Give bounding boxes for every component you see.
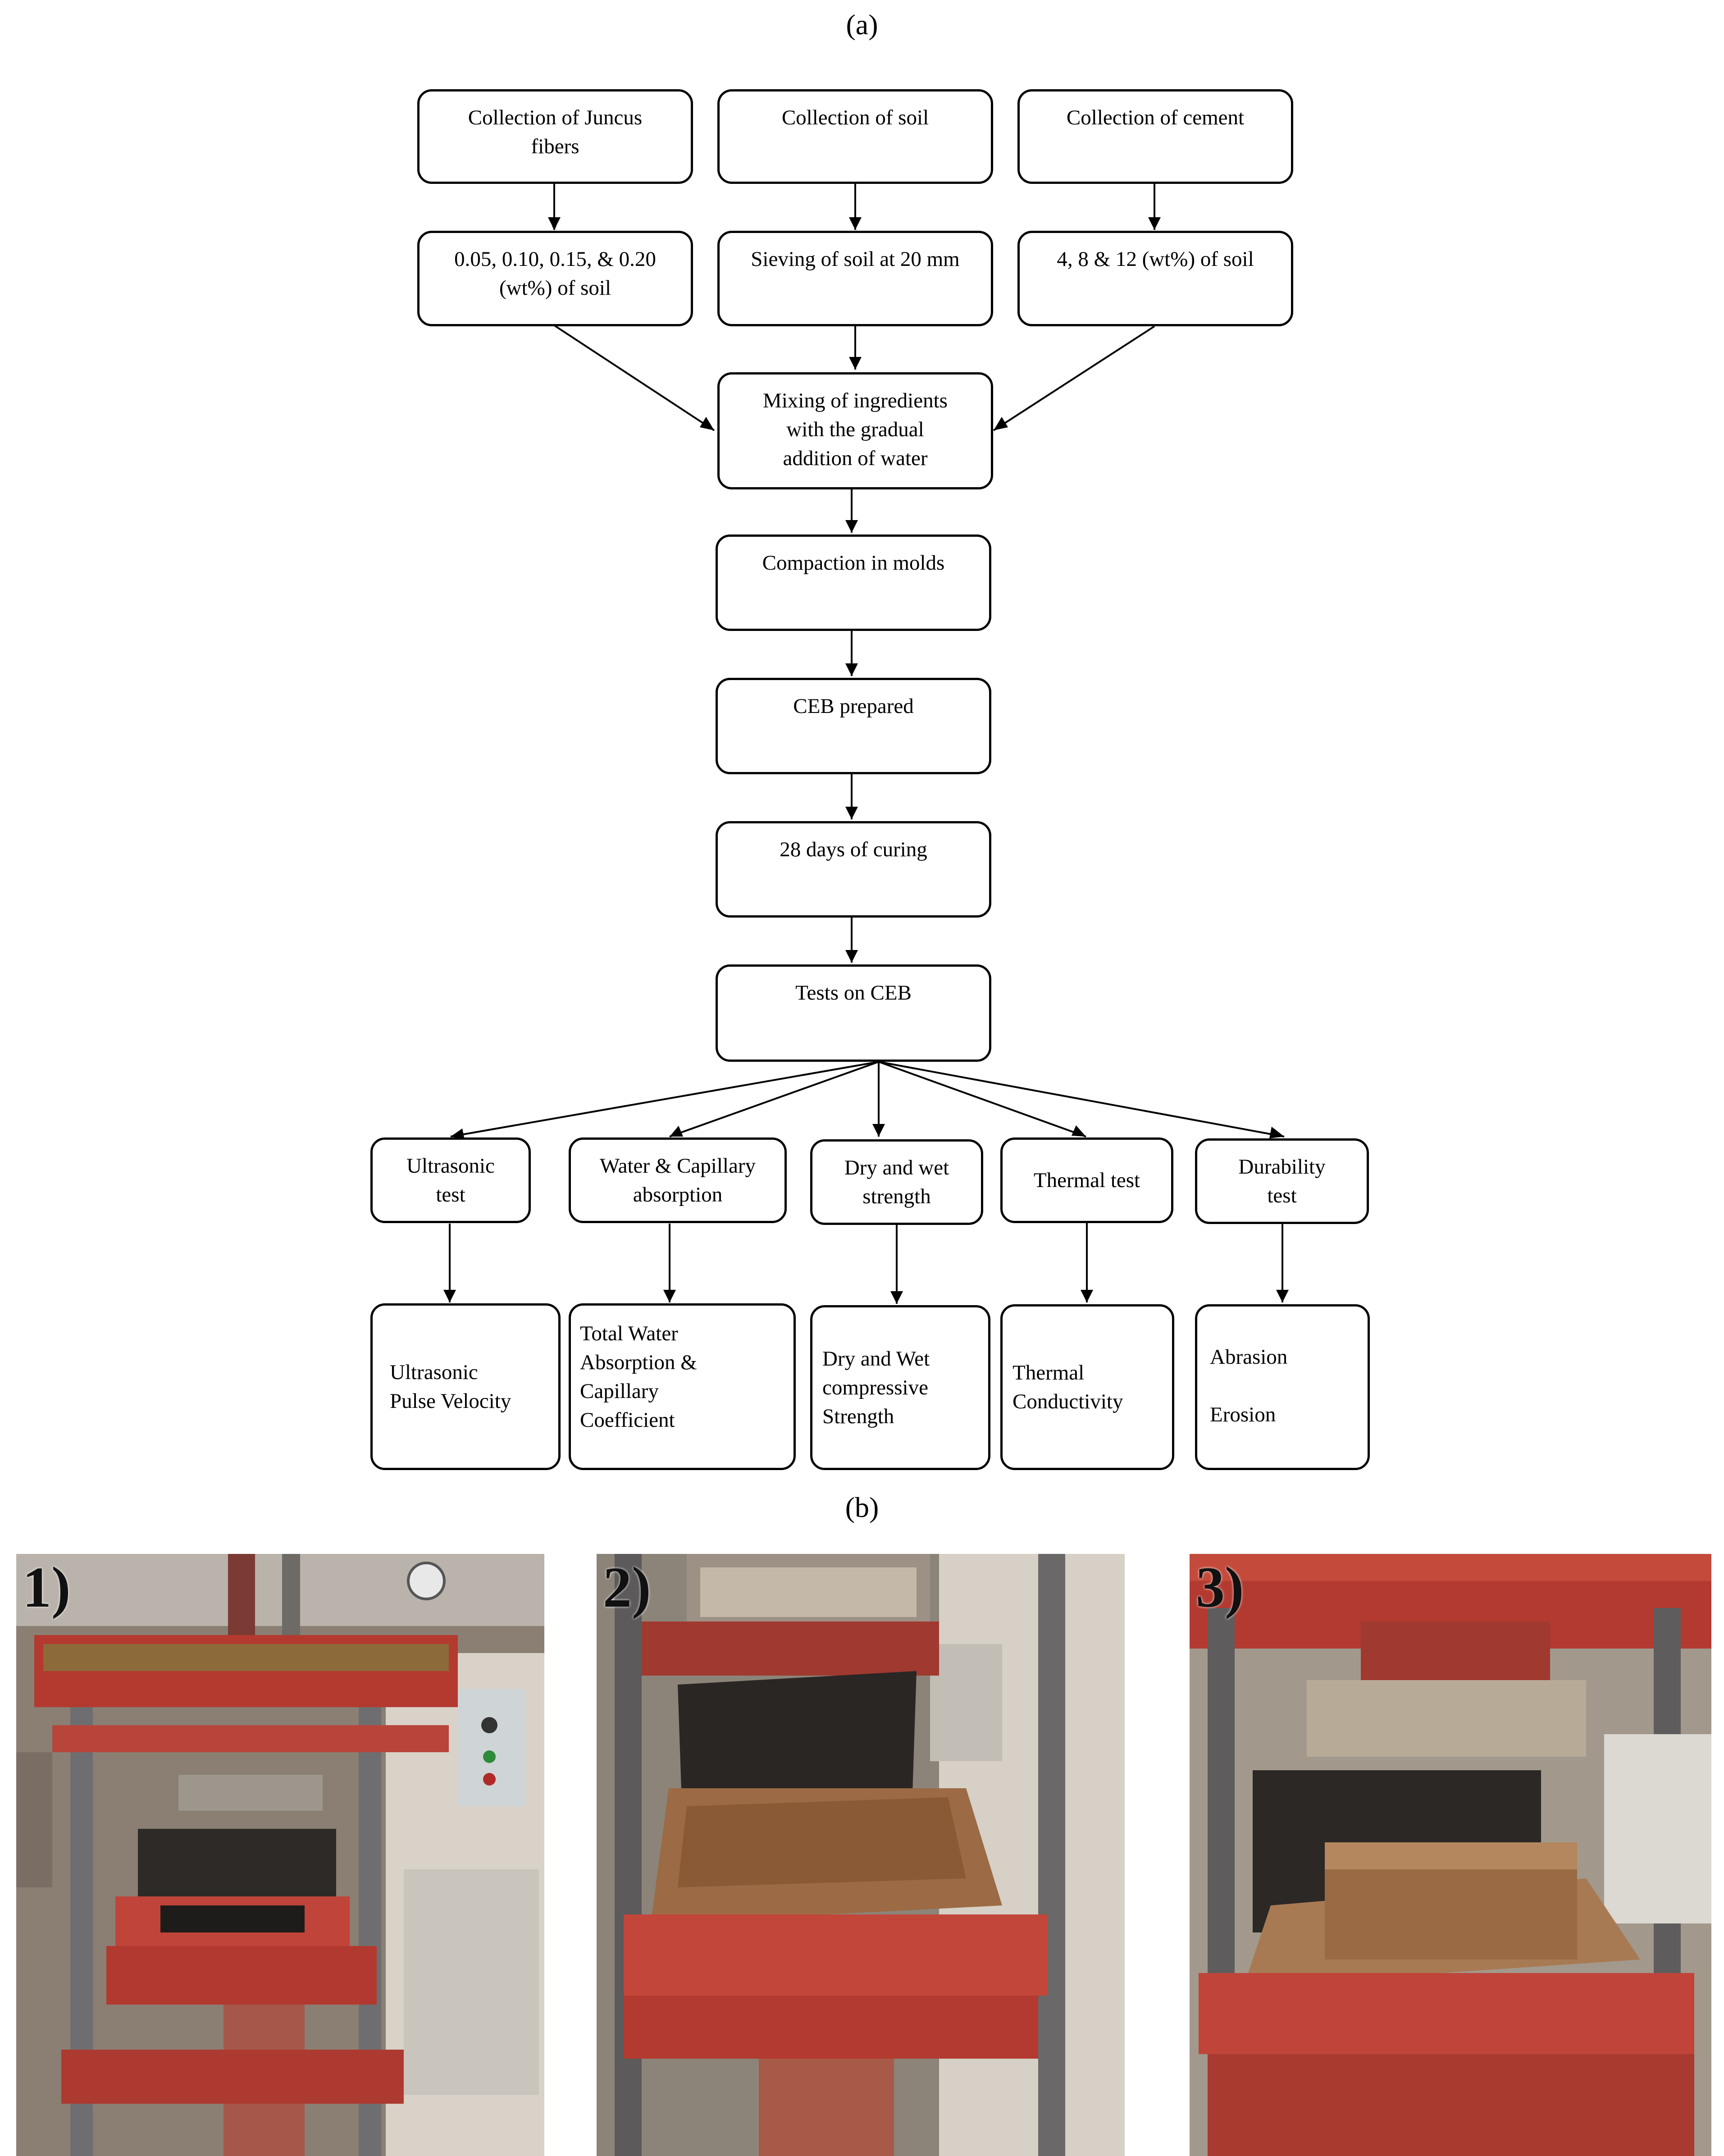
thermal-test-box: Thermal test xyxy=(1000,1137,1173,1223)
arrowhead xyxy=(548,217,561,230)
photo-2-illustration xyxy=(597,1554,1125,2156)
fiber-dosage-box: 0.05, 0.10, 0.15, & 0.20 (wt%) of soil xyxy=(417,231,693,326)
ultrasonic-result-box: Ultrasonic Pulse Velocity xyxy=(370,1303,561,1470)
photo-3-illustration xyxy=(1190,1554,1711,2156)
photo-press-empty-mold: 1) xyxy=(16,1554,544,2156)
compressive-strength-result-box: Dry and Wet compressive Strength xyxy=(810,1305,990,1470)
collection-fibers-box: Collection of Juncus fibers xyxy=(417,89,693,184)
sieving-box: Sieving of soil at 20 mm xyxy=(717,231,993,326)
photo-1-number: 1) xyxy=(23,1555,71,1619)
collection-soil-box: Collection of soil xyxy=(717,89,993,184)
compaction-box: Compaction in molds xyxy=(716,534,991,631)
dry-wet-strength-test-box: Dry and wet strength xyxy=(810,1139,983,1225)
cement-dosage-box: 4, 8 & 12 (wt%) of soil xyxy=(1017,231,1293,326)
curing-box: 28 days of curing xyxy=(716,821,991,918)
durability-result-box: Abrasion Erosion xyxy=(1195,1304,1370,1470)
photo-1-illustration xyxy=(16,1554,544,2156)
durability-test-box: Durability test xyxy=(1195,1138,1369,1224)
photo-press-compacted-block: 3) xyxy=(1190,1554,1711,2156)
panel-b-label: (b) xyxy=(845,1491,879,1523)
tests-on-ceb-box: Tests on CEB xyxy=(716,964,991,1062)
thermal-conductivity-result-box: Thermal Conductivity xyxy=(1000,1304,1174,1470)
collection-cement-box: Collection of cement xyxy=(1017,89,1293,184)
ultrasonic-test-box: Ultrasonic test xyxy=(370,1137,531,1223)
mixing-box: Mixing of ingredients with the gradual a… xyxy=(717,372,993,489)
water-absorption-result-box: Total Water Absorption & Capillary Coeff… xyxy=(569,1303,796,1470)
panel-a-label: (a) xyxy=(846,9,878,41)
ceb-prepared-box: CEB prepared xyxy=(716,678,991,774)
photo-2-number: 2) xyxy=(603,1555,651,1619)
photo-3-number: 3) xyxy=(1196,1555,1244,1619)
flowchart-arrows xyxy=(443,184,1289,1304)
water-capillary-test-box: Water & Capillary absorption xyxy=(569,1137,787,1223)
photo-press-filled-mold: 2) xyxy=(597,1554,1125,2156)
